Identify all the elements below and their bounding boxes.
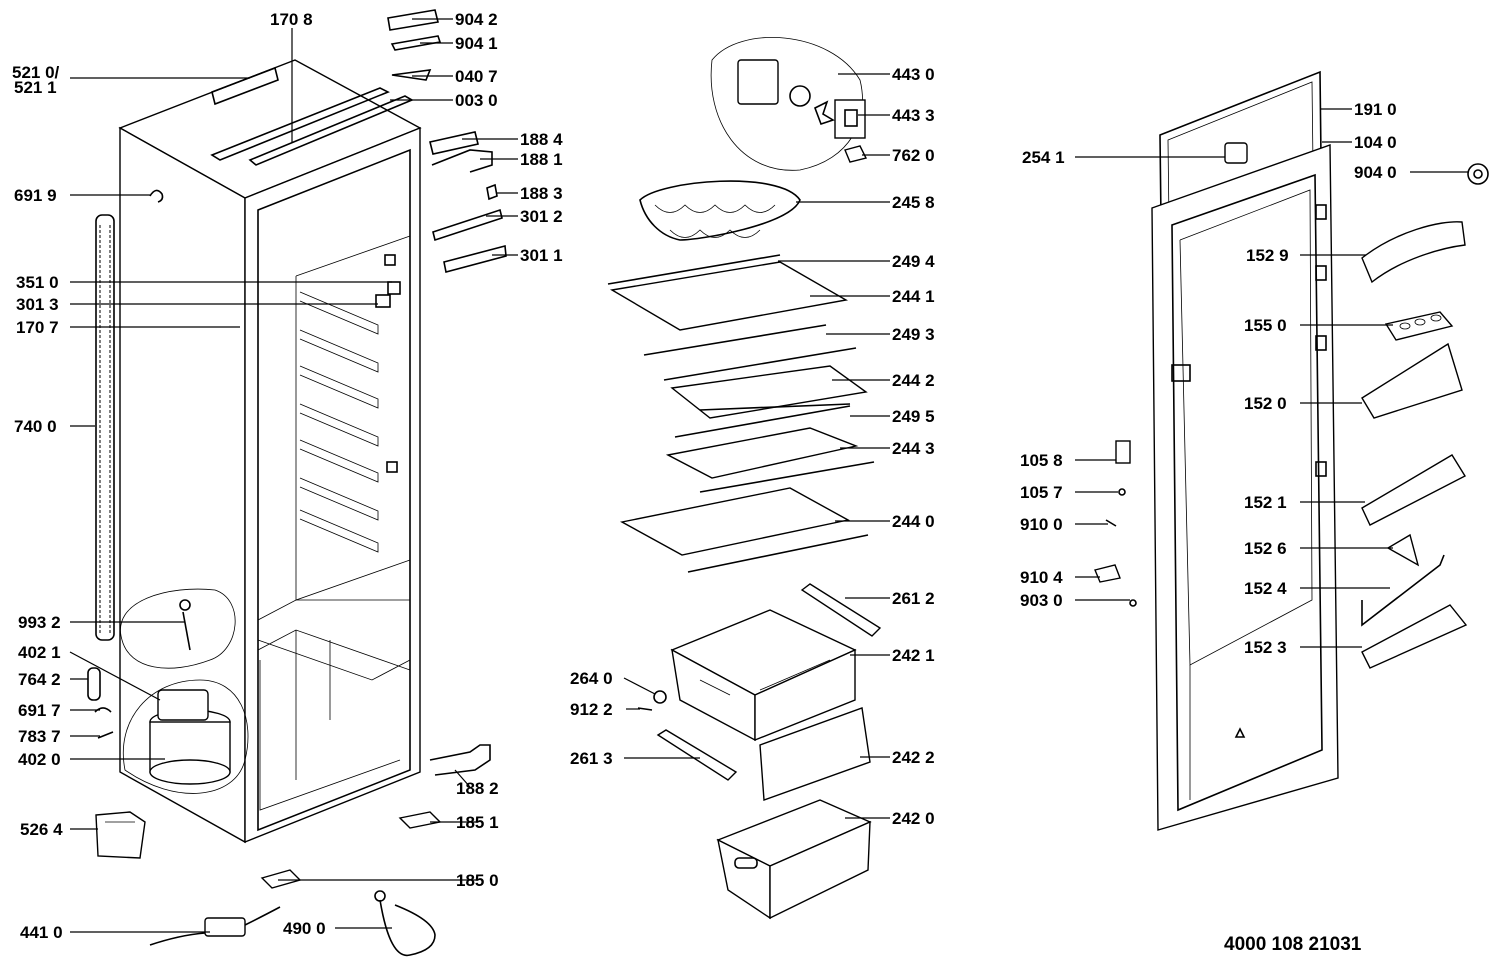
part-label-443-3: 443 3	[892, 106, 935, 125]
part-label-993-2: 993 2	[18, 613, 61, 632]
part-label-244-2: 244 2	[892, 371, 935, 390]
part-label-490-0: 490 0	[283, 919, 326, 938]
part-label-783-7: 783 7	[18, 727, 61, 746]
part-label-351-0: 351 0	[16, 273, 59, 292]
part-labels: 521 0/ 521 1 170 8 691 9 351 0 301 3 170…	[12, 10, 1397, 955]
part-label-301-2: 301 2	[520, 207, 563, 226]
part-label-152-3: 152 3	[1244, 638, 1287, 657]
reference-code: 4000 108 21031	[1224, 934, 1362, 955]
cabinet-drawing	[87, 59, 491, 957]
part-label-244-1: 244 1	[892, 287, 935, 306]
part-label-188-1: 188 1	[520, 150, 563, 169]
part-label-152-9: 152 9	[1246, 246, 1289, 265]
part-label-249-3: 249 3	[892, 325, 935, 344]
part-label-170-7: 170 7	[16, 318, 59, 337]
part-label-242-2: 242 2	[892, 748, 935, 767]
door-drawing	[1094, 70, 1489, 831]
part-label-740-0: 740 0	[14, 417, 57, 436]
part-label-762-0: 762 0	[892, 146, 935, 165]
top-small-parts	[387, 9, 507, 273]
part-label-188-2: 188 2	[456, 779, 499, 798]
part-label-003-0: 003 0	[455, 91, 498, 110]
part-label-691-7: 691 7	[18, 701, 61, 720]
part-label-188-3: 188 3	[520, 184, 563, 203]
part-label-244-0: 244 0	[892, 512, 935, 531]
part-label-903-0: 903 0	[1020, 591, 1063, 610]
part-label-910-0: 910 0	[1020, 515, 1063, 534]
part-label-441-0: 441 0	[20, 923, 63, 942]
part-label-402-1: 402 1	[18, 643, 61, 662]
part-label-242-1: 242 1	[892, 646, 935, 665]
part-label-443-0: 443 0	[892, 65, 935, 84]
part-label-242-0: 242 0	[892, 809, 935, 828]
part-label-261-2: 261 2	[892, 589, 935, 608]
part-label-170-8: 170 8	[270, 10, 313, 29]
part-label-152-6: 152 6	[1244, 539, 1287, 558]
part-label-155-0: 155 0	[1244, 316, 1287, 335]
part-label-904-0: 904 0	[1354, 163, 1397, 182]
part-label-301-1: 301 1	[520, 246, 563, 265]
part-label-249-4: 249 4	[892, 252, 935, 271]
part-label-904-2: 904 2	[455, 10, 498, 29]
part-label-191-0: 191 0	[1354, 100, 1397, 119]
part-label-301-3: 301 3	[16, 295, 59, 314]
leader-lines	[69, 18, 1468, 933]
part-label-244-3: 244 3	[892, 439, 935, 458]
part-label-264-0: 264 0	[570, 669, 613, 688]
part-label-152-4: 152 4	[1244, 579, 1287, 598]
part-label-910-4: 910 4	[1020, 568, 1063, 587]
part-label-104-0: 104 0	[1354, 133, 1397, 152]
part-label-402-0: 402 0	[18, 750, 61, 769]
part-label-185-1: 185 1	[456, 813, 499, 832]
part-label-912-2: 912 2	[570, 700, 613, 719]
part-label-152-0: 152 0	[1244, 394, 1287, 413]
part-label-521-1: 521 1	[14, 78, 57, 97]
part-label-105-7: 105 7	[1020, 483, 1063, 502]
part-label-521-0: 521 0/	[12, 63, 60, 82]
part-label-249-5: 249 5	[892, 407, 935, 426]
part-label-254-1: 254 1	[1022, 148, 1065, 167]
part-label-904-1: 904 1	[455, 34, 498, 53]
part-label-185-0: 185 0	[456, 871, 499, 890]
part-label-245-8: 245 8	[892, 193, 935, 212]
part-label-152-1: 152 1	[1244, 493, 1287, 512]
part-label-764-2: 764 2	[18, 670, 61, 689]
part-label-526-4: 526 4	[20, 820, 63, 839]
part-label-261-3: 261 3	[570, 749, 613, 768]
part-label-188-4: 188 4	[520, 130, 563, 149]
shelves-drawing	[607, 37, 882, 920]
part-label-105-8: 105 8	[1020, 451, 1063, 470]
part-label-040-7: 040 7	[455, 67, 498, 86]
part-label-691-9: 691 9	[14, 186, 57, 205]
